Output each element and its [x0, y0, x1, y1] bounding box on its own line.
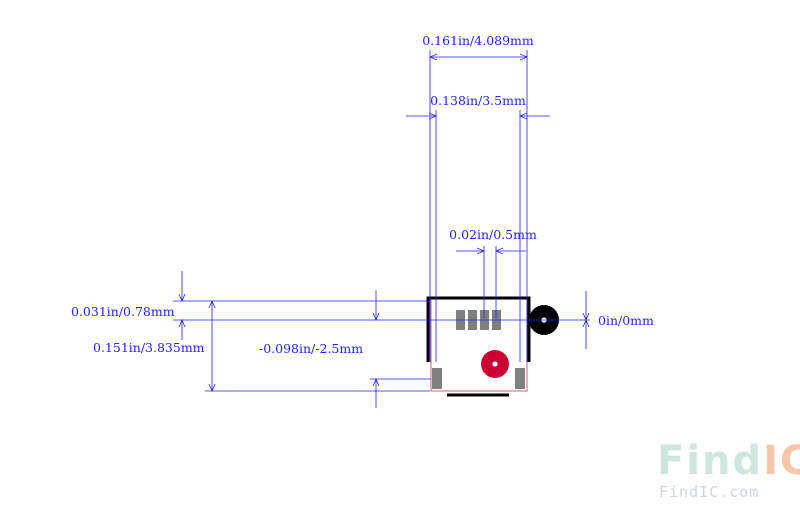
watermark-brand-find: Find: [657, 438, 763, 484]
overall-width-label: 0.161in/4.089mm: [422, 33, 534, 48]
watermark-brand-ic: IC: [763, 438, 800, 484]
mounting-pad-left: [432, 368, 442, 389]
dimension-lines: [173, 50, 590, 408]
pin-pitch-label: 0.02in/0.5mm: [449, 227, 537, 242]
inner-width-label: 0.138in/3.5mm: [430, 93, 526, 108]
total-height-label: 0.151in/3.835mm: [93, 340, 205, 355]
dimension-labels: 0.161in/4.089mm 0.138in/3.5mm 0.02in/0.5…: [71, 33, 654, 356]
pin1-marker-center: [492, 361, 498, 367]
pad-offset-label: -0.098in/-2.5mm: [259, 341, 363, 356]
silkscreen-outline: [426, 296, 531, 362]
footprint: [426, 296, 559, 397]
mounting-pad-right: [515, 368, 525, 389]
top-offset-label: 0.031in/0.78mm: [71, 304, 175, 319]
watermark-logo: FindIC: [657, 438, 800, 484]
watermark-url: FindIC.com: [659, 483, 759, 501]
courtyard-outline: [430, 298, 528, 392]
findic-watermark: FindIC FindIC.com: [657, 438, 800, 501]
origin-offset-label: 0in/0mm: [598, 313, 654, 328]
